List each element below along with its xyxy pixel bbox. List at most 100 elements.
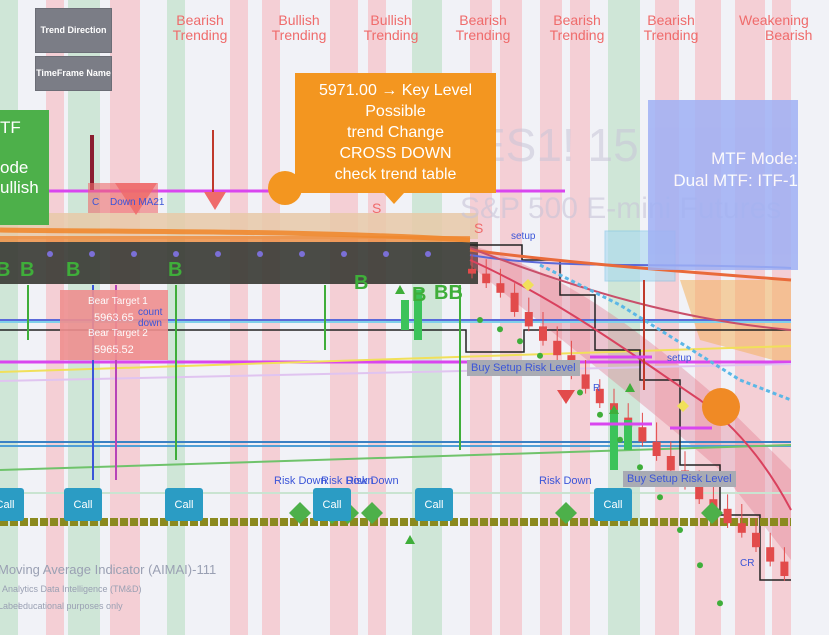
candle	[595, 379, 604, 408]
trend-direction-label[interactable]: Trend Direction	[35, 8, 112, 53]
candle-body	[595, 388, 604, 404]
mtf-mode-box: MTF Mode: Dual MTF: ITF-1	[648, 100, 798, 270]
green-candle-3	[624, 420, 632, 450]
risk-down-label-1: Risk Down	[274, 475, 327, 487]
trend-zone-14	[608, 0, 640, 635]
candle	[766, 532, 775, 567]
b-signal-3: B	[66, 259, 81, 281]
purple-dot-7	[341, 251, 347, 257]
call-button-4[interactable]: Call	[313, 488, 351, 521]
timeframe-name-label[interactable]: TimeFrame Name	[35, 56, 112, 91]
s-signal-1: S	[372, 200, 382, 216]
key-level-line2: Possible	[365, 103, 426, 120]
call-button-6[interactable]: Call	[594, 488, 632, 521]
mode-box: TF ode ullish	[0, 110, 49, 225]
candle-body	[496, 283, 505, 293]
orange-circle-2	[702, 388, 740, 426]
trend-zone-13	[570, 0, 590, 635]
b-signal-4: B	[168, 259, 183, 281]
green-dot-1	[497, 326, 503, 333]
buy-setup-risk-level-2: Buy Setup Risk Level	[623, 471, 736, 487]
purple-dot-6	[299, 251, 305, 257]
trend-zone-12	[540, 0, 562, 635]
indicator-bands	[0, 213, 791, 560]
candle-body	[752, 532, 760, 548]
call-button-1[interactable]: Call	[0, 488, 24, 521]
bear-target-box: Bear Target 1 5963.65 Bear Target 2 5965…	[60, 290, 168, 360]
b-signal-1: B	[0, 259, 11, 281]
green-dot-10	[677, 527, 683, 533]
symbol-watermark: ES1! 15	[475, 119, 639, 171]
channel-mid	[469, 259, 792, 511]
green-dot-9	[657, 494, 663, 501]
orange-circle-1	[268, 171, 302, 205]
up-triangle-2	[609, 405, 619, 414]
risk-down-label-4: Risk Down	[539, 475, 592, 487]
setup-label-1: setup	[511, 231, 536, 242]
candle-body	[468, 268, 476, 274]
source-line: Analytics Data Intelligence (TM&D)	[2, 584, 142, 594]
call-button-3[interactable]: Call	[165, 488, 203, 521]
purple-dot-5	[257, 251, 263, 257]
ma-band-orange	[0, 236, 470, 242]
green-candle-2	[610, 410, 618, 470]
risk-down-label-2: Risk Down	[321, 475, 374, 487]
candle	[752, 518, 760, 552]
candle	[652, 422, 661, 461]
key-level-box: 5971.00 → Key Level Possible trend Chang…	[295, 73, 496, 193]
diamond-signal-3	[361, 502, 383, 524]
candle-body	[482, 273, 491, 284]
call-button-5[interactable]: Call	[415, 488, 453, 521]
label-line: Label	[0, 601, 21, 611]
candle	[666, 441, 675, 476]
candle	[553, 326, 562, 360]
bear-target-1-label: Bear Target 1	[88, 296, 148, 307]
candle-body	[652, 441, 661, 456]
candle	[723, 494, 732, 528]
buy-setup-risk-level-1: Buy Setup Risk Level	[467, 360, 580, 376]
candle	[524, 297, 533, 332]
green-dot-3	[537, 352, 543, 359]
green-dot-12	[717, 600, 723, 607]
candle-body	[510, 292, 519, 312]
chart-root: ES1! 15 S&P 500 E-mini Futures Trend Dir…	[0, 0, 812, 635]
call-button-2[interactable]: Call	[64, 488, 102, 521]
purple-dot-4	[215, 251, 221, 257]
up-triangle-0	[395, 285, 405, 294]
candle-body	[638, 427, 647, 442]
trend-zone-6	[262, 0, 280, 635]
green-dot-5	[577, 389, 583, 396]
candle-body	[666, 456, 675, 471]
bear-target-1-value: 5963.65	[94, 312, 134, 324]
candle-body	[766, 547, 775, 562]
edu-line: educational purposes only	[18, 601, 123, 611]
trend-zone-5	[230, 0, 248, 635]
lavender-line	[0, 363, 792, 382]
up-triangle-3	[625, 383, 635, 392]
trend-zone-11	[500, 0, 522, 635]
bear-triangle-3	[557, 390, 575, 404]
purple-dot-3	[173, 251, 179, 257]
candle-body	[737, 523, 746, 533]
yellow-trend-line	[0, 345, 792, 373]
purple-dot-8	[383, 251, 389, 257]
candle	[638, 412, 647, 447]
candle-body	[695, 484, 704, 500]
key-level-line1: 5971.00 → Key Level	[319, 82, 472, 99]
green-dot-6	[597, 411, 603, 418]
trend-zone-15	[655, 0, 679, 635]
key-level-pointer	[384, 193, 404, 204]
trend-zone-1	[46, 0, 64, 635]
up-triangle-1	[405, 535, 415, 544]
r-label: R	[593, 383, 601, 394]
purple-dot-1	[89, 251, 95, 257]
purple-dot-0	[47, 251, 53, 257]
b-signal-6: B	[412, 284, 427, 306]
setup-label-2: setup	[667, 353, 692, 364]
green-dot-0	[477, 317, 483, 323]
